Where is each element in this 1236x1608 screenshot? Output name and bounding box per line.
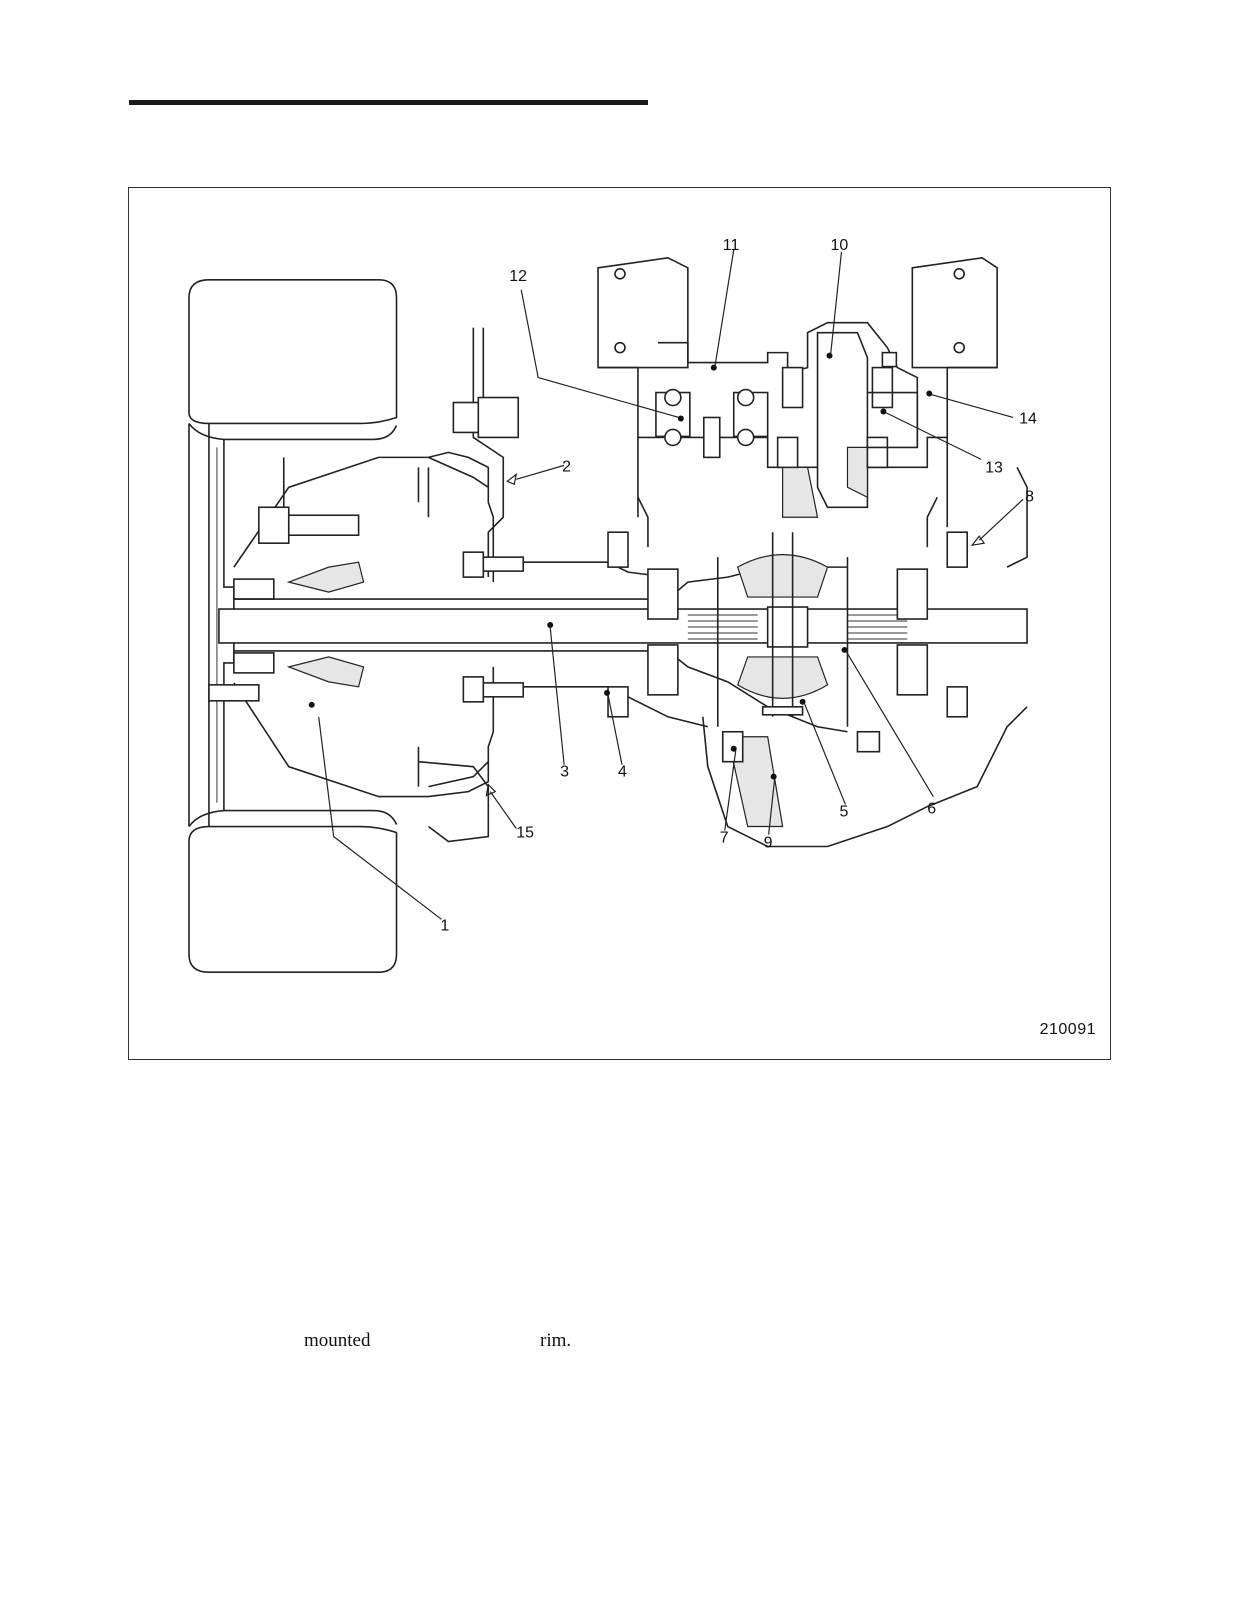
callout-7: 7 <box>720 829 729 846</box>
callout-10: 10 <box>831 237 849 254</box>
axle-cross-section-figure: 1 2 3 4 5 6 7 8 9 10 11 12 13 14 15 2100… <box>128 187 1111 1060</box>
axle-shaft <box>218 608 1028 644</box>
caption-word-rim: rim. <box>540 1330 572 1351</box>
pinion-carrier <box>597 257 998 548</box>
callout-5: 5 <box>839 804 848 821</box>
callout-1: 1 <box>440 917 449 934</box>
callout-11: 11 <box>723 237 740 254</box>
brake-knuckle <box>417 327 525 843</box>
callout-13: 13 <box>985 459 1003 476</box>
callout-3: 3 <box>560 764 569 781</box>
figure-id: 210091 <box>1039 1021 1096 1038</box>
wheel-hub <box>208 451 495 798</box>
header-rule <box>129 100 648 105</box>
callout-14: 14 <box>1019 410 1037 427</box>
callout-6: 6 <box>927 801 936 818</box>
callout-12: 12 <box>509 268 527 285</box>
tire-wheel-assembly <box>188 278 398 973</box>
axle-cross-section-drawing: 1 2 3 4 5 6 7 8 9 10 11 12 13 14 15 <box>188 237 1037 973</box>
callout-9: 9 <box>764 834 773 851</box>
callout-15: 15 <box>516 825 534 842</box>
leader-lines <box>308 249 1024 920</box>
callout-labels: 1 2 3 4 5 6 7 8 9 10 11 12 13 14 15 <box>440 237 1037 934</box>
callout-2: 2 <box>562 458 571 475</box>
differential-assembly <box>647 532 929 828</box>
housing-bolts <box>607 531 968 753</box>
caption-word-mounted: mounted <box>304 1330 371 1351</box>
callout-8: 8 <box>1025 488 1034 505</box>
callout-4: 4 <box>618 764 627 781</box>
